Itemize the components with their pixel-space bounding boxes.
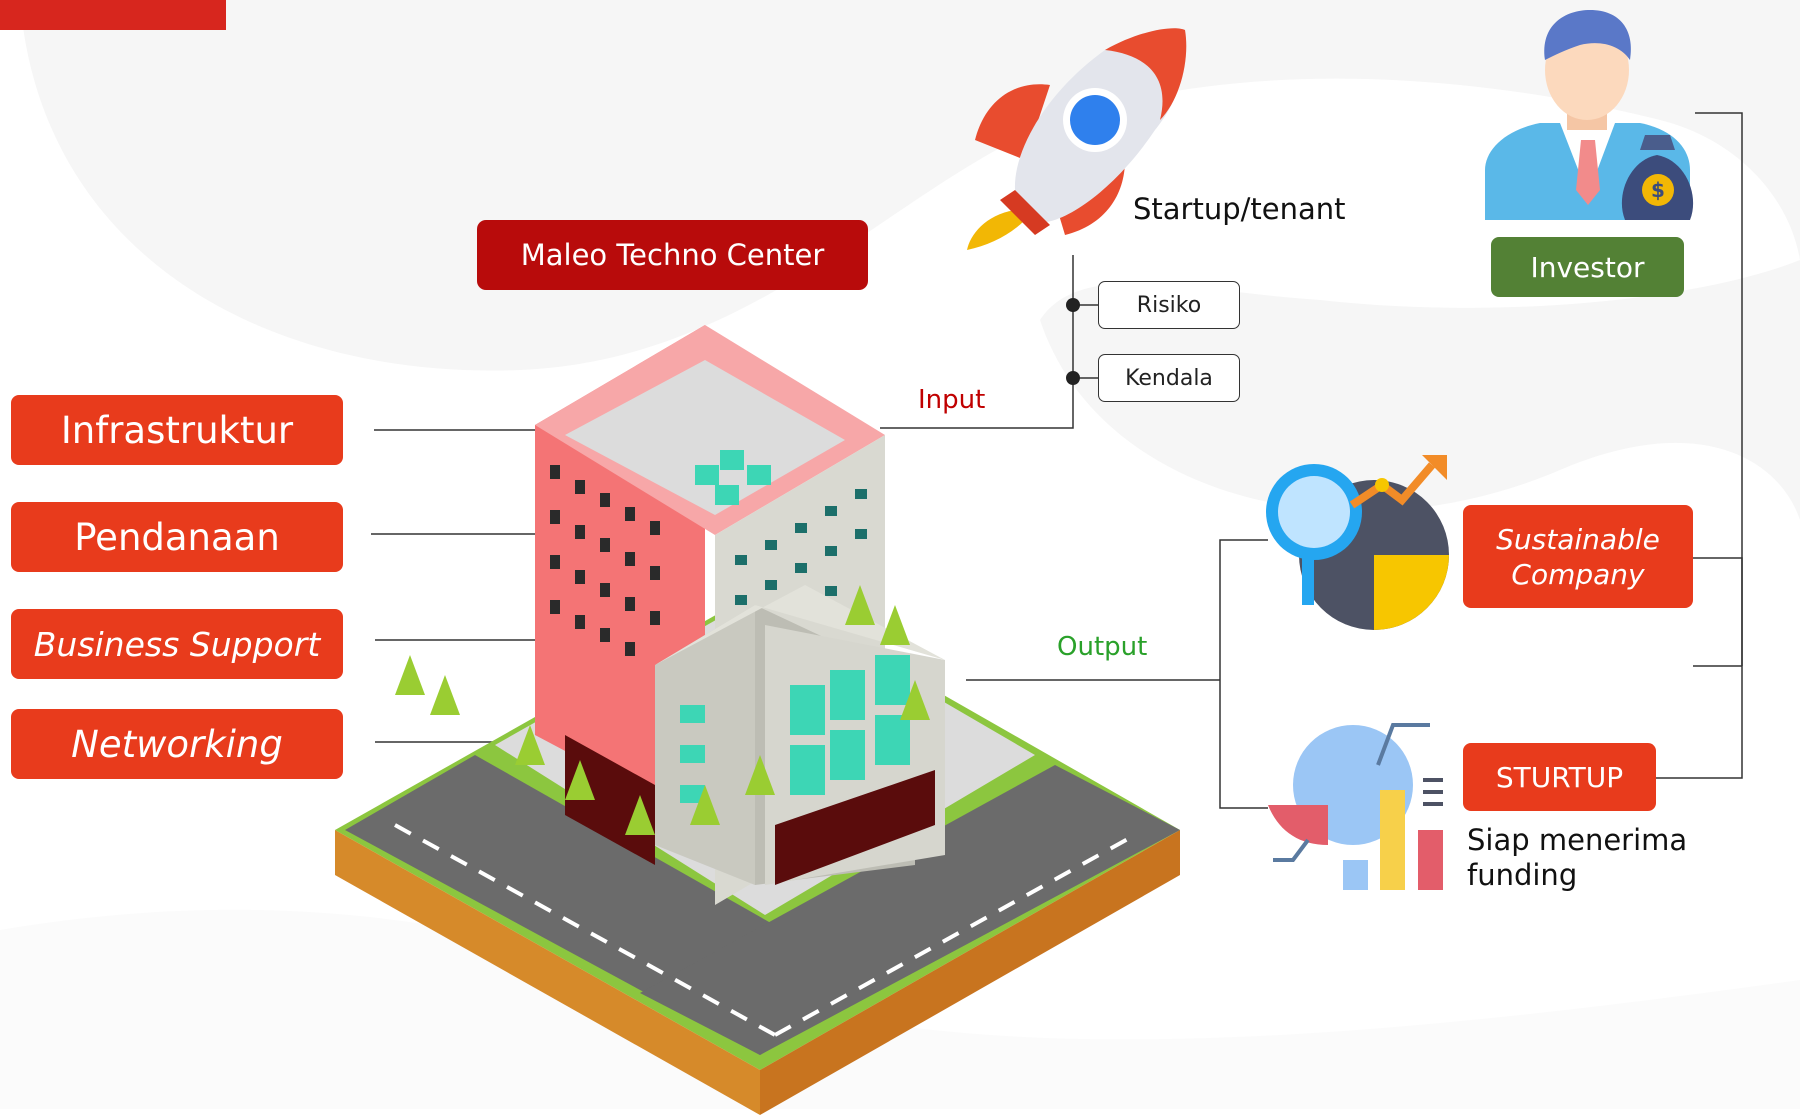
sturtup-caption: Siap menerima funding: [1467, 823, 1688, 892]
analytics-icon: [1266, 455, 1449, 630]
pill-infrastruktur: Infrastruktur: [11, 395, 343, 465]
input-label: Input: [918, 385, 986, 415]
investor-icon: [1485, 10, 1690, 220]
svg-text:$: $: [1651, 178, 1665, 202]
pill-pendanaan: Pendanaan: [11, 502, 343, 572]
startup-label: Startup/tenant: [1133, 192, 1346, 226]
pill-networking: Networking: [11, 709, 343, 779]
sturtup-pill: STURTUP: [1463, 743, 1656, 811]
building-illustration: [335, 325, 1180, 1115]
pill-business-support: Business Support: [11, 609, 343, 679]
sustainable-company-pill: Sustainable Company: [1463, 505, 1693, 608]
issue-risiko: Risiko: [1098, 281, 1240, 329]
chart-icon: [1268, 723, 1443, 890]
issue-kendala: Kendala: [1098, 354, 1240, 402]
rocket-icon: [967, 28, 1187, 250]
corner-bar: [0, 0, 226, 30]
investor-pill: Investor: [1491, 237, 1684, 297]
output-label: Output: [1057, 632, 1148, 662]
title-pill: Maleo Techno Center: [477, 220, 868, 290]
money-bag-icon: $: [1621, 135, 1694, 220]
